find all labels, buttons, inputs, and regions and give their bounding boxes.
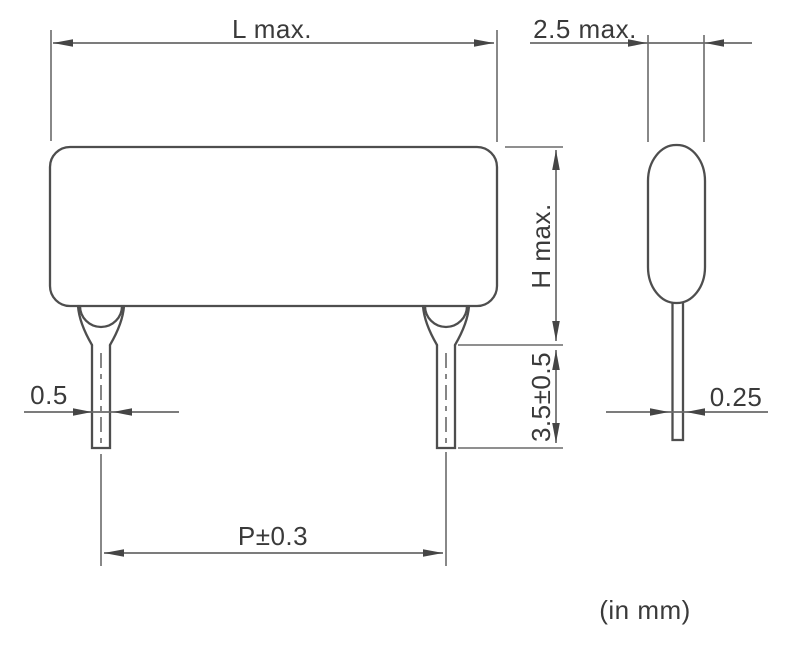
- left-lead-wire: [90, 343, 112, 450]
- arrowhead: [686, 408, 705, 416]
- arrowhead: [113, 408, 132, 416]
- arrowhead: [628, 39, 647, 47]
- dim-label-lead-standoff: 3.5±0.5: [526, 352, 556, 442]
- left-weld-arc: [78, 304, 124, 329]
- right-lead: [421, 304, 471, 450]
- side-lead-wire: [671, 301, 685, 442]
- dim-label-body-thickness: 2.5 max.: [533, 14, 637, 44]
- front-view: [48, 145, 499, 450]
- units-footnote: (in mm): [599, 595, 691, 625]
- right-weld-arc: [423, 304, 469, 329]
- left-bell-left-edge: [76, 304, 94, 347]
- side-view: [646, 143, 707, 442]
- dim-body-length: L max.: [50, 14, 498, 142]
- body-outline: [48, 145, 499, 308]
- arrowhead: [73, 408, 92, 416]
- arrowhead: [650, 408, 669, 416]
- dim-body-thickness: 2.5 max.: [530, 14, 752, 142]
- dim-label-body-height: H max.: [526, 203, 556, 288]
- dim-body-height: H max.: [458, 146, 563, 346]
- right-lead-wire: [435, 343, 457, 450]
- dim-lead-pitch: P±0.3: [100, 452, 447, 566]
- dim-label-lead-thickness: 0.25: [710, 382, 763, 412]
- right-bell-right-edge: [453, 304, 471, 347]
- arrowhead: [705, 39, 724, 47]
- dim-label-lead-width: 0.5: [30, 380, 68, 410]
- dim-label-lead-pitch: P±0.3: [238, 521, 308, 551]
- dim-lead-standoff: 3.5±0.5: [458, 350, 563, 449]
- right-bell-left-edge: [421, 304, 439, 347]
- left-lead: [76, 304, 126, 450]
- side-body-outline: [646, 143, 707, 305]
- dim-lead-width: 0.5: [24, 380, 179, 416]
- left-bell-right-edge: [108, 304, 126, 347]
- dim-lead-thickness: 0.25: [606, 382, 768, 416]
- dim-label-body-length: L max.: [232, 14, 312, 44]
